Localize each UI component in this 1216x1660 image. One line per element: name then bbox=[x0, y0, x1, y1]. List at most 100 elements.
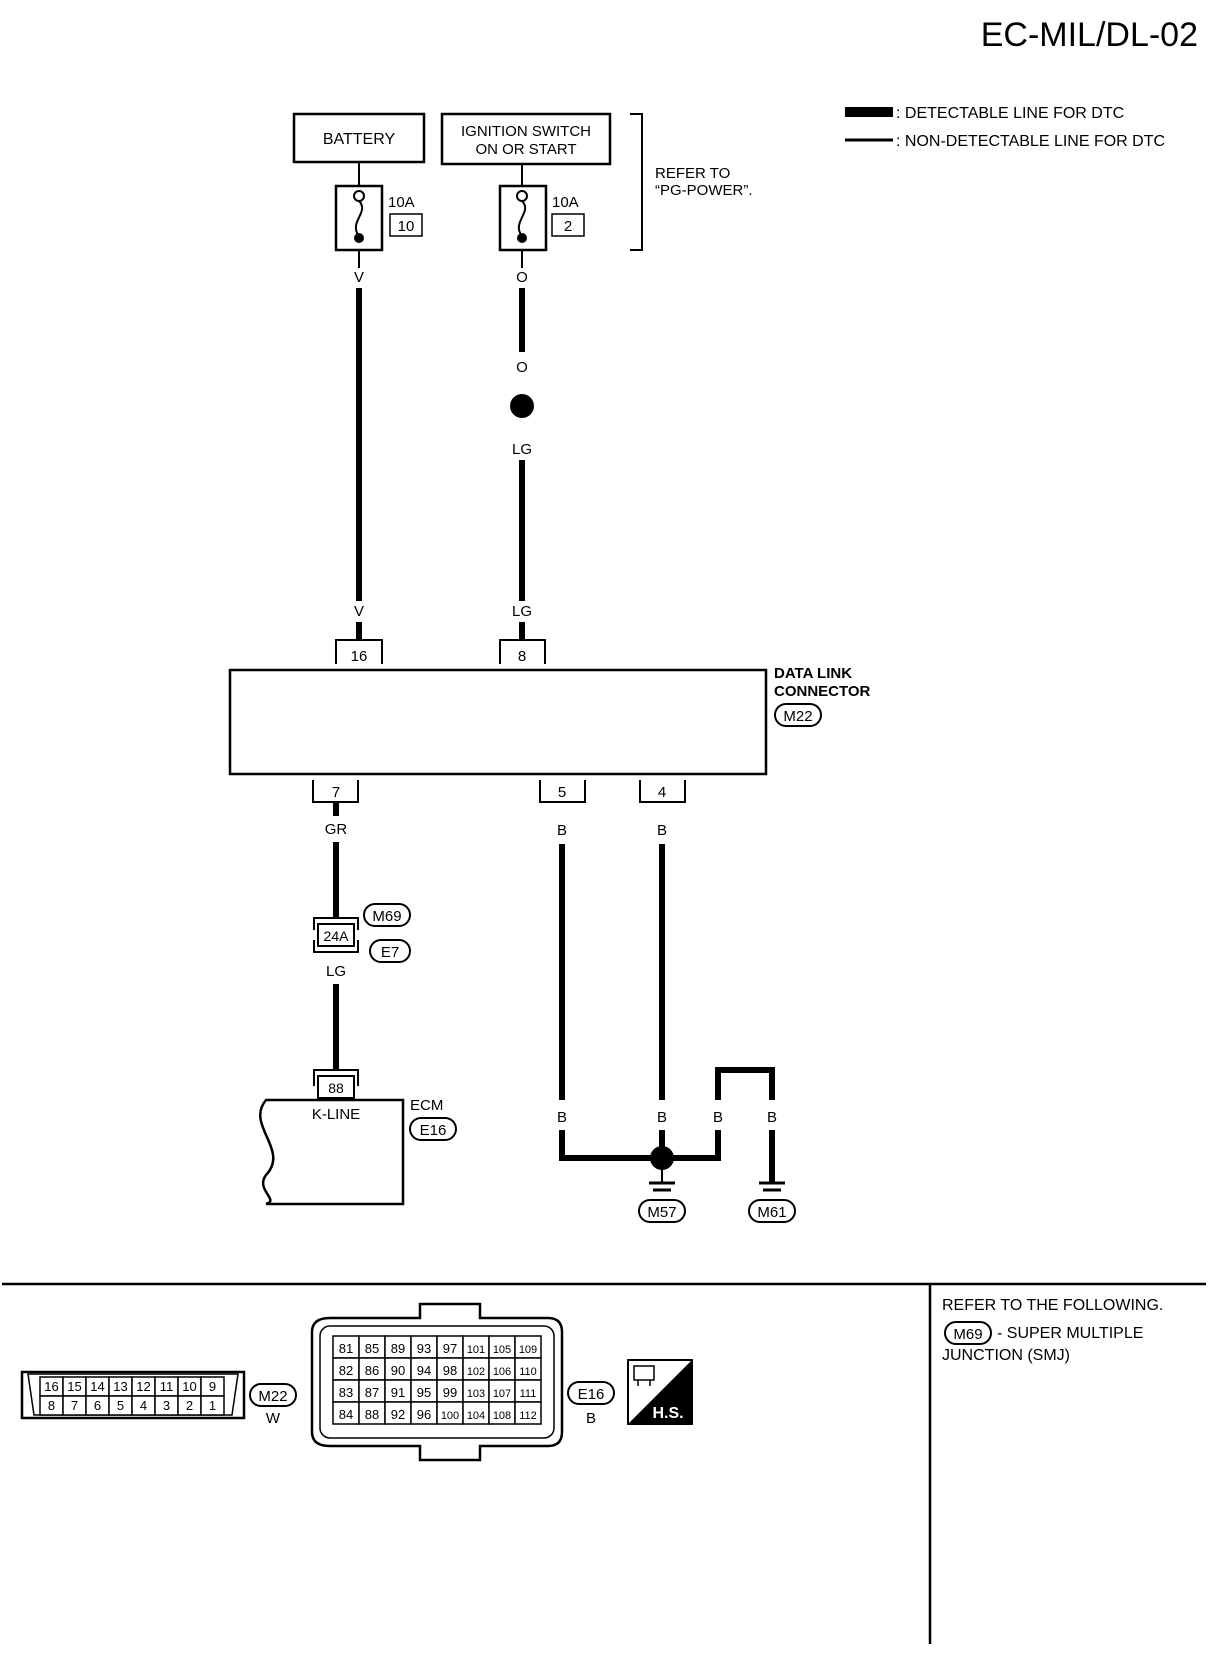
ignition-label-1: IGNITION SWITCH bbox=[461, 123, 591, 140]
m22-pin-10: 10 bbox=[182, 1379, 196, 1394]
e16-pin-90: 90 bbox=[391, 1363, 405, 1378]
junction-pin-box bbox=[317, 923, 355, 947]
e16-pin-96: 96 bbox=[417, 1407, 431, 1422]
wire-v: V V bbox=[354, 250, 364, 640]
wire-b-loop-left: B bbox=[713, 1109, 723, 1126]
e16-pin-98: 98 bbox=[443, 1363, 457, 1378]
dlc-pin-8: 8 bbox=[518, 648, 526, 665]
refer-following-1: REFER TO THE FOLLOWING. bbox=[942, 1297, 1163, 1314]
ecm-connector-id: E16 bbox=[420, 1122, 447, 1139]
e16-pin-81: 81 bbox=[339, 1341, 353, 1356]
e16-pin-89: 89 bbox=[391, 1341, 405, 1356]
e16-pin-83: 83 bbox=[339, 1385, 353, 1400]
junction-connector-2: E7 bbox=[381, 944, 399, 961]
ground-m61: M61 bbox=[757, 1204, 786, 1221]
ecm-body bbox=[259, 1098, 405, 1206]
refer-label-1: REFER TO bbox=[655, 165, 730, 182]
m22-pin-3: 3 bbox=[163, 1398, 170, 1413]
refer-following: REFER TO THE FOLLOWING. M69 - SUPER MULT… bbox=[942, 1297, 1163, 1364]
m22-pin-4: 4 bbox=[140, 1398, 147, 1413]
m22-pin-13: 13 bbox=[113, 1379, 127, 1394]
m22-pin-8: 8 bbox=[48, 1398, 55, 1413]
legend-non-detectable: : NON-DETECTABLE LINE FOR DTC bbox=[896, 133, 1165, 150]
e16-pin-107: 107 bbox=[493, 1388, 511, 1400]
wire-lg-mid: LG bbox=[512, 441, 532, 458]
hs-label: H.S. bbox=[652, 1405, 683, 1422]
fuse-2-amp: 10A bbox=[552, 194, 579, 211]
ecm-name: ECM bbox=[410, 1097, 443, 1114]
e16-pin-110: 110 bbox=[519, 1366, 537, 1378]
m22-pin-16: 16 bbox=[44, 1379, 58, 1394]
e16-pin-93: 93 bbox=[417, 1341, 431, 1356]
battery-label: BATTERY bbox=[323, 131, 396, 148]
wire-lg-ecm: LG bbox=[326, 963, 346, 980]
splice-point bbox=[510, 394, 534, 418]
e16-id: E16 bbox=[578, 1386, 605, 1403]
ignition-box bbox=[440, 112, 612, 166]
wire-v-bottom: V bbox=[354, 603, 364, 620]
dlc-connector-id: M22 bbox=[783, 708, 812, 725]
dlc-pin-16: 16 bbox=[351, 648, 368, 665]
m22-color: W bbox=[266, 1410, 281, 1427]
legend: : DETECTABLE LINE FOR DTC : NON-DETECTAB… bbox=[845, 105, 1165, 150]
legend-thick-line bbox=[845, 107, 893, 117]
wire-o-mid: O bbox=[516, 359, 528, 376]
m22-id: M22 bbox=[258, 1388, 287, 1405]
wire-gr: GR bbox=[325, 821, 348, 838]
ecm-pin: 88 bbox=[328, 1080, 344, 1096]
e16-pin-108: 108 bbox=[493, 1410, 511, 1422]
dlc-name-1: DATA LINK bbox=[774, 665, 852, 682]
fuse-10-number: 10 bbox=[398, 218, 415, 235]
ground-m57: M57 bbox=[647, 1204, 676, 1221]
e16-pin-88: 88 bbox=[365, 1407, 379, 1422]
e16-color: B bbox=[586, 1410, 596, 1427]
e16-pin-112-cell bbox=[514, 1401, 542, 1425]
wire-b-pin5-bottom: B bbox=[557, 1109, 567, 1126]
m22-pin-2: 2 bbox=[186, 1398, 193, 1413]
m22-pin-1: 1 bbox=[209, 1398, 216, 1413]
m22-pin-12: 12 bbox=[136, 1379, 150, 1394]
ecm-terminal-label: K-LINE bbox=[312, 1106, 360, 1123]
page-title: EC-MIL/DL-02 bbox=[981, 16, 1198, 54]
dlc-body bbox=[228, 668, 768, 776]
e16-pin-86: 86 bbox=[365, 1363, 379, 1378]
e16-pin-92: 92 bbox=[391, 1407, 405, 1422]
wire-v-top: V bbox=[354, 269, 364, 286]
m22-pin-5: 5 bbox=[117, 1398, 124, 1413]
e16-pin-99: 99 bbox=[443, 1385, 457, 1400]
dlc-pin-7: 7 bbox=[332, 784, 340, 801]
m22-pin-15: 15 bbox=[67, 1379, 81, 1394]
junction-connector-1: M69 bbox=[372, 908, 401, 925]
wire-b-pin4-bottom: B bbox=[657, 1109, 667, 1126]
e16-pin-82: 82 bbox=[339, 1363, 353, 1378]
e16-pin-87: 87 bbox=[365, 1385, 379, 1400]
wire-b-loop-right: B bbox=[767, 1109, 777, 1126]
m22-pin-11: 11 bbox=[160, 1379, 174, 1394]
ignition-block: IGNITION SWITCH ON OR START 10A 2 bbox=[440, 112, 612, 252]
e16-pin-105: 105 bbox=[493, 1344, 511, 1356]
e16-pin-94: 94 bbox=[417, 1363, 431, 1378]
e16-pin-111: 111 bbox=[520, 1388, 537, 1400]
fuse-10-amp: 10A bbox=[388, 194, 415, 211]
connector-glyph-icon bbox=[633, 1365, 655, 1381]
refer-following-3: JUNCTION (SMJ) bbox=[942, 1347, 1070, 1364]
e16-pin-97: 97 bbox=[443, 1341, 457, 1356]
e16-pin-103: 103 bbox=[467, 1388, 485, 1400]
m22-pin-9: 9 bbox=[209, 1379, 216, 1394]
legend-detectable: : DETECTABLE LINE FOR DTC bbox=[896, 105, 1124, 122]
e16-pin-85: 85 bbox=[365, 1341, 379, 1356]
e16-pin-95: 95 bbox=[417, 1385, 431, 1400]
ground-wiring: B B B B B B M57 M61 bbox=[557, 822, 796, 1223]
ignition-label-2: ON OR START bbox=[475, 141, 576, 158]
e16-pin-109: 109 bbox=[519, 1344, 537, 1356]
fuse-2-number: 2 bbox=[564, 218, 572, 235]
m22-pin-1-cell bbox=[200, 1395, 225, 1416]
wire-o-top: O bbox=[516, 269, 528, 286]
battery-block: BATTERY 10A 10 bbox=[292, 112, 426, 252]
m22-pin-14: 14 bbox=[90, 1379, 104, 1394]
hs-badge: H.S. bbox=[627, 1359, 693, 1425]
wire-b-pin4-top: B bbox=[657, 822, 667, 839]
m22-pin-7: 7 bbox=[71, 1398, 78, 1413]
